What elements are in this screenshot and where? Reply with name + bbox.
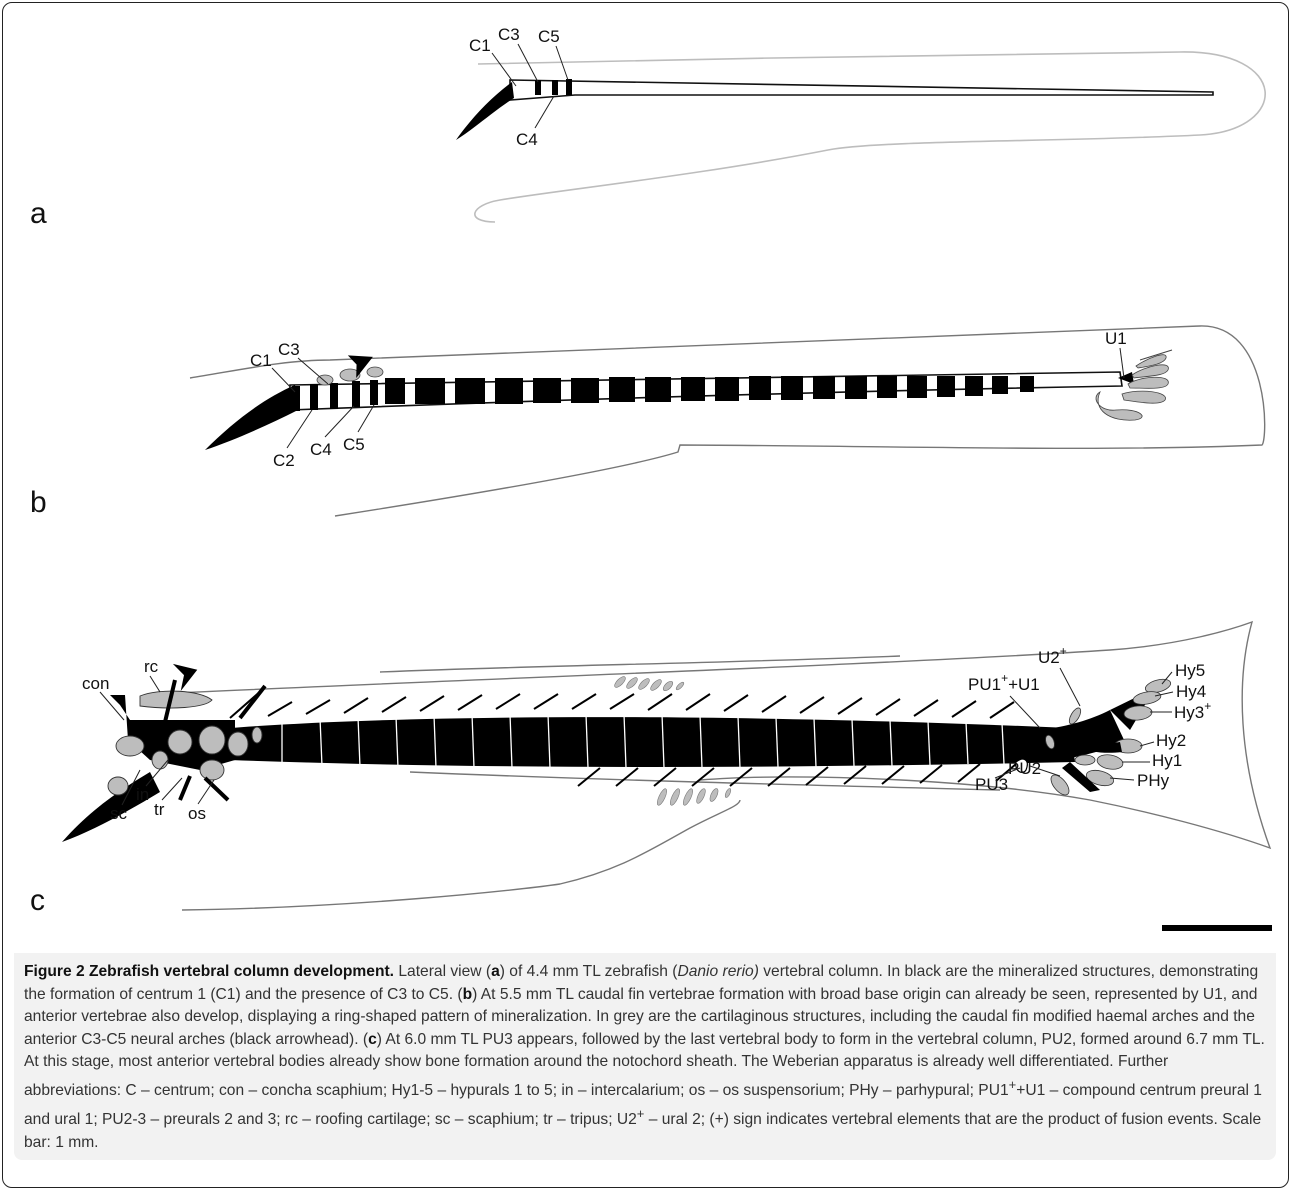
panel-b-anterior-tip [205,385,298,450]
panel-a-leader-c1 [492,53,516,86]
panel-b-label-c3: C3 [278,340,300,359]
panel-b-centrum-c5 [370,380,378,405]
panel-b-neural-arch [367,367,383,377]
panel-c-label-in: in [136,785,149,804]
figure-caption: Figure 2 Zebrafish vertebral column deve… [14,953,1276,1160]
panel-c-label-u2-sup: + [1060,644,1067,658]
figure-illustration: a C1 C3 C5 C4 b [0,0,1293,950]
panel-a-letter: a [30,197,47,230]
panel-b-leader-c1 [272,368,295,392]
panel-a-centrum-c5 [566,79,572,95]
scale-bar [1162,925,1272,931]
panel-c-label-hy5: Hy5 [1175,661,1205,680]
panel-c-label-sc: sc [110,804,128,823]
panel-a-label-c1: C1 [469,36,491,55]
panel-b-leader-c4 [325,406,354,437]
panel-c-ventral-fin-fold [182,800,740,910]
panel-c-label-os: os [188,804,206,823]
panel-c-label-rc: rc [144,657,159,676]
panel-b-leader-c2 [287,410,312,448]
panel-c-label-pu1u1-sup: + [1001,671,1008,685]
panel-c-label-u2-text: U2 [1038,648,1060,667]
panel-a-label-c5: C5 [538,27,560,46]
panel-b-label-c5: C5 [343,435,365,454]
caption-panel-ref-b: b [463,986,473,1003]
panel-a-centrum-c3 [535,80,541,95]
panel-c-neural-spines [230,690,1014,718]
panel-c-weberian-cartilage [108,691,262,795]
panel-c-letter: c [30,884,45,917]
panel-a-fin-fold [475,52,1265,222]
panel-c-dorsal-line [380,656,900,672]
panel-c-label-u2: U2+ [1038,644,1067,667]
panel-c-label-pu3: PU3 [975,775,1008,794]
panel-a-centrum-c4 [552,80,558,95]
panel-b-centrum-c4 [352,381,360,407]
panel-c-label-hy1: Hy1 [1152,751,1182,770]
caption-title: Figure 2 Zebrafish vertebral column deve… [24,963,394,980]
panel-c-arrowhead [173,660,201,692]
panel-c: c [30,622,1270,917]
panel-c-label-hy3: Hy3+ [1174,699,1211,722]
panel-b-letter: b [30,486,47,519]
panel-a-label-c3: C3 [498,25,520,44]
caption-text: ) of 4.4 mm TL zebrafish ( [500,963,678,980]
panel-a-leader-c4 [535,96,554,128]
panel-c-label-hy4: Hy4 [1176,682,1206,701]
panel-c-label-phy: PHy [1137,771,1170,790]
caption-panel-ref-a: a [491,963,500,980]
caption-text: Lateral view ( [394,963,491,980]
panel-b-label-u1: U1 [1105,329,1127,348]
caption-species: Danio rerio) [677,963,758,980]
panel-b-centrum-c2 [310,384,318,410]
panel-b-label-c1: C1 [250,351,272,370]
panel-c-label-pu1u1: PU1++U1 [968,671,1040,694]
panel-b-label-c2: C2 [273,451,295,470]
panel-a: a C1 C3 C5 C4 [30,25,1265,230]
panel-b: b [30,326,1265,519]
panel-c-label-hy2: Hy2 [1156,731,1186,750]
panel-a-notochord [510,80,1213,100]
panel-c-label-con: con [82,674,109,693]
panel-c-label-hy3-sup: + [1204,699,1211,713]
panel-b-leader-c3 [298,358,328,384]
panel-a-anterior-tip [456,82,514,140]
panel-b-fin-fold [190,326,1265,516]
panel-c-label-pu1u1-a: PU1 [968,675,1001,694]
panel-b-leader-c5 [358,405,374,432]
panel-c-vertebral-column [230,717,1075,767]
panel-c-label-tr: tr [154,800,165,819]
panel-c-label-hy3-text: Hy3 [1174,703,1204,722]
panel-c-label-pu1u1-b: +U1 [1008,675,1040,694]
panel-a-label-c4: C4 [516,130,538,149]
caption-panel-ref-c: c [368,1031,377,1048]
panel-b-label-c4: C4 [310,440,332,459]
panel-b-centrum-c3 [330,383,338,409]
